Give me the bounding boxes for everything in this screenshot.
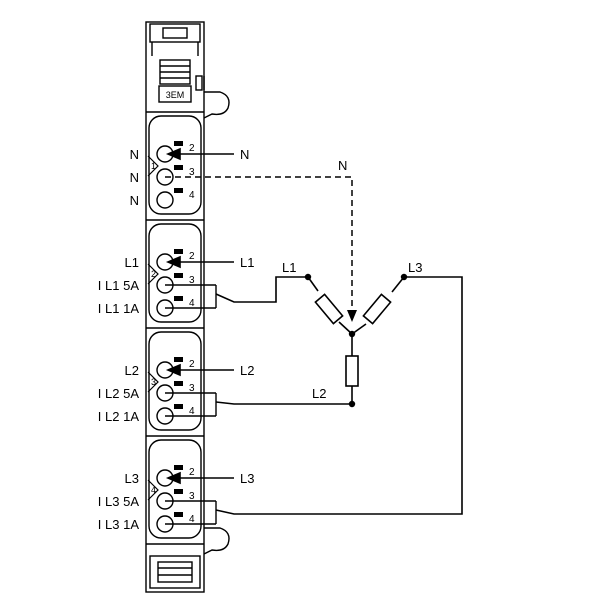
arrow-head-icon: [165, 471, 181, 485]
release-slot: [174, 249, 183, 254]
group-frame: [148, 331, 202, 431]
terminal-label: N: [130, 170, 139, 185]
release-slot: [174, 381, 183, 386]
star-point-dot: [348, 330, 356, 338]
group-number: 1: [151, 161, 156, 171]
pin-number: 4: [189, 514, 195, 525]
release-slot: [174, 273, 183, 278]
terminal-group-3: 3 2 3 4 L2 I L2 5A I L2 1A: [98, 331, 202, 431]
group-number-marker: [147, 263, 159, 285]
external-label-l2: L2: [240, 363, 254, 378]
release-slot: [174, 465, 183, 470]
terminal-label: L1: [125, 255, 139, 270]
group-frame: [148, 439, 202, 539]
bottom-connector: [149, 555, 201, 589]
terminal-label: I L3 5A: [98, 494, 140, 509]
terminal-label: I L3 1A: [98, 517, 140, 532]
terminal-label: I L1 5A: [98, 278, 140, 293]
group-frame: [148, 115, 202, 215]
terminal-label: L2: [125, 363, 139, 378]
junction-dot: [304, 273, 312, 281]
pin-number: 2: [189, 467, 195, 478]
group-frame: [148, 223, 202, 323]
module-housing: [145, 21, 205, 593]
release-slot: [174, 489, 183, 494]
external-label-l1: L1: [240, 255, 254, 270]
group-number-marker: [147, 155, 159, 177]
external-label-n: N: [240, 147, 249, 162]
terminal-group-1: 1 2 3 4 N N N: [130, 115, 202, 215]
terminal-label: I L2 1A: [98, 409, 140, 424]
release-slot: [174, 357, 183, 362]
pin-number: 3: [189, 275, 195, 286]
group-number-marker: [147, 479, 159, 501]
release-slot: [174, 188, 183, 193]
pin-number: 3: [189, 167, 195, 178]
release-slot: [174, 512, 183, 517]
terminal-label: L3: [125, 471, 139, 486]
pin-number: 3: [189, 383, 195, 394]
release-slot: [174, 404, 183, 409]
terminal-group-4: 4 2 3 4 L3 I L3 5A I L3 1A: [98, 439, 202, 539]
resistor-l3: [362, 293, 392, 325]
release-slot: [174, 165, 183, 170]
pin-number: 2: [189, 251, 195, 262]
junction-dot: [400, 273, 408, 281]
junction-dots: [304, 273, 408, 408]
pin-number: 4: [189, 298, 195, 309]
wire-label-l1: L1: [282, 260, 296, 275]
star-load: [307, 276, 405, 404]
group-number: 4: [151, 485, 156, 495]
pin-number: 3: [189, 491, 195, 502]
neutral-arrow-head-icon: [347, 310, 357, 322]
terminal-label: N: [130, 193, 139, 208]
terminal-leads: [165, 284, 217, 525]
group-number: 3: [151, 377, 156, 387]
pin-number: 4: [189, 190, 195, 201]
terminal-hole: [156, 168, 174, 186]
model-label: 3EM: [166, 90, 185, 100]
wire-label-l2: L2: [312, 386, 326, 401]
wire-label-l3: L3: [408, 260, 422, 275]
label-plate: [158, 85, 192, 103]
terminal-label: I L1 1A: [98, 301, 140, 316]
release-slot: [174, 296, 183, 301]
resistor-l2: [345, 355, 359, 387]
wiring: [215, 276, 463, 515]
arrow-head-icon: [165, 363, 181, 377]
top-latch: [149, 23, 201, 43]
release-hook: [203, 91, 230, 119]
bottom-hook: [203, 527, 230, 555]
arrow-head-icon: [165, 147, 181, 161]
terminal-label: I L2 5A: [98, 386, 140, 401]
arrow-head-icon: [165, 255, 181, 269]
pin-number: 4: [189, 406, 195, 417]
resistor-l1: [314, 293, 344, 325]
terminal-module: [145, 21, 230, 593]
group-number-marker: [147, 371, 159, 393]
neutral-dashed-wire: [165, 176, 353, 320]
pin-number: 2: [189, 143, 195, 154]
group-number: 2: [151, 269, 156, 279]
external-label-l3: L3: [240, 471, 254, 486]
terminal-hole: [156, 191, 174, 209]
release-slot: [174, 141, 183, 146]
wire-l1: [215, 276, 308, 303]
input-arrows: [165, 147, 234, 485]
wire-l3: [215, 276, 463, 515]
terminal-label: N: [130, 147, 139, 162]
neutral-label: N: [338, 158, 347, 173]
junction-dot: [348, 400, 356, 408]
pin-number: 2: [189, 359, 195, 370]
wire-l2: [215, 401, 352, 405]
